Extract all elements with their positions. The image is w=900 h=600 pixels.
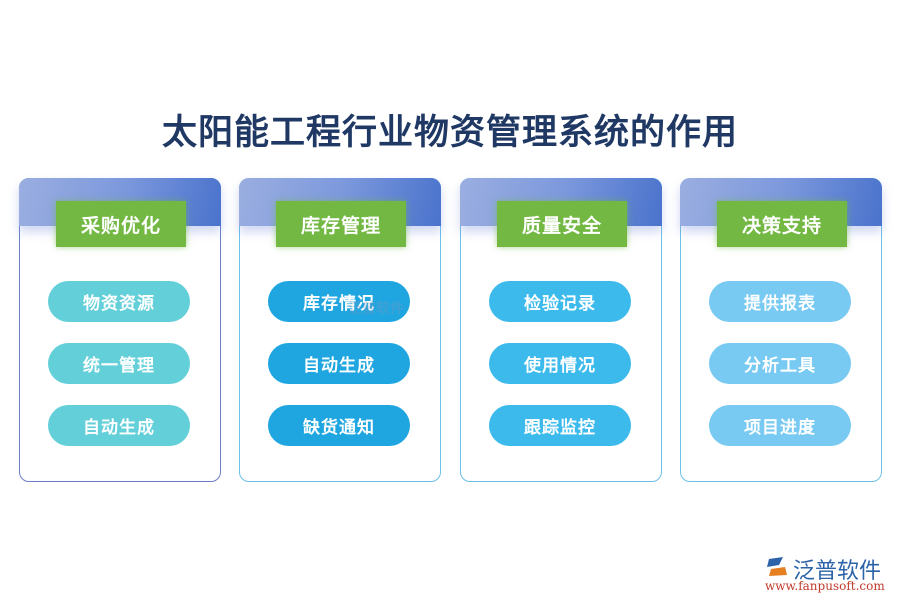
card-procurement: 采购优化 物资资源 统一管理 自动生成 — [19, 178, 221, 482]
item-pill: 检验记录 — [489, 281, 631, 322]
item-pill: 库存情况 — [268, 281, 410, 322]
item-pill: 提供报表 — [709, 281, 851, 322]
card-decision: 决策支持 提供报表 分析工具 项目进度 — [680, 178, 882, 482]
item-pill: 物资资源 — [48, 281, 190, 322]
card-inventory: 库存管理 库存情况 自动生成 缺货通知 — [239, 178, 441, 482]
logo-url: www.fanpusoft.com — [765, 579, 885, 593]
card-quality: 质量安全 检验记录 使用情况 跟踪监控 — [460, 178, 662, 482]
card-label: 采购优化 — [56, 201, 186, 247]
item-pill: 分析工具 — [709, 343, 851, 384]
logo-icon — [767, 557, 787, 576]
card-label: 决策支持 — [717, 201, 847, 247]
item-pill: 自动生成 — [268, 343, 410, 384]
watermark: 泛普软件 — [348, 301, 404, 317]
item-pill: 项目进度 — [709, 405, 851, 446]
item-pill: 跟踪监控 — [489, 405, 631, 446]
logo-name: 泛普软件 — [793, 559, 882, 584]
item-pill: 自动生成 — [48, 405, 190, 446]
item-pill: 使用情况 — [489, 343, 631, 384]
item-pill: 缺货通知 — [268, 405, 410, 446]
page-title: 太阳能工程行业物资管理系统的作用 — [161, 113, 738, 153]
card-label: 库存管理 — [276, 201, 406, 247]
card-label: 质量安全 — [497, 201, 627, 247]
item-pill: 统一管理 — [48, 343, 190, 384]
